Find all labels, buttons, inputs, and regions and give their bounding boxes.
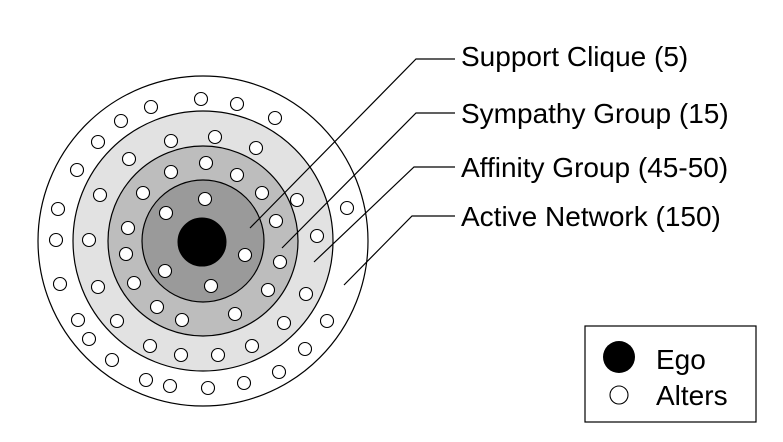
- alter-node: [126, 275, 142, 291]
- alter-node: [113, 113, 129, 129]
- alter-node: [267, 110, 283, 126]
- alter-node: [260, 282, 276, 298]
- alter-node: [289, 192, 305, 208]
- label-affinity-group: Affinity Group (45-50): [461, 152, 728, 183]
- label-sympathy-group: Sympathy Group (15): [461, 98, 729, 129]
- alter-node: [142, 338, 158, 354]
- alter-node: [163, 133, 179, 149]
- label-active-network: Active Network (150): [461, 201, 721, 232]
- alter-node: [229, 167, 245, 183]
- alter-node: [149, 299, 165, 315]
- alter-node: [309, 228, 325, 244]
- alter-node: [248, 140, 264, 156]
- alter-node: [339, 200, 355, 216]
- alter-node: [319, 313, 335, 329]
- alter-node: [237, 247, 253, 263]
- alter-node: [120, 220, 136, 236]
- alter-node: [268, 213, 284, 229]
- ego-node: [177, 217, 227, 267]
- alter-node: [90, 134, 106, 150]
- alter-node: [50, 201, 66, 217]
- alter-node: [198, 155, 214, 171]
- alter-node: [244, 338, 260, 354]
- alter-node: [227, 306, 243, 322]
- alter-node: [254, 185, 270, 201]
- alter-node: [138, 372, 154, 388]
- alter-node: [69, 162, 85, 178]
- leader-line-sympathy-group: [281, 112, 455, 249]
- legend-ego-label: Ego: [656, 344, 706, 375]
- label-support-clique: Support Clique (5): [461, 41, 688, 72]
- alter-node: [52, 276, 68, 292]
- leader-line-active-network: [343, 215, 455, 286]
- alter-node: [174, 312, 190, 328]
- alter-node: [163, 164, 179, 180]
- alter-node: [162, 378, 178, 394]
- alter-node: [118, 246, 134, 262]
- alter-node: [297, 341, 313, 357]
- alter-node: [109, 313, 125, 329]
- alter-node: [236, 375, 252, 391]
- alter-node: [173, 347, 189, 363]
- alter-node: [104, 352, 120, 368]
- alter-node: [207, 129, 223, 145]
- legend-alters-label: Alters: [656, 380, 728, 411]
- alters-group: [48, 91, 355, 396]
- legend-alter-marker: [609, 385, 629, 405]
- alter-node: [92, 187, 108, 203]
- alter-node: [203, 278, 219, 294]
- leader-line-support-clique: [249, 58, 455, 229]
- alter-node: [271, 364, 287, 380]
- legend: Ego Alters: [584, 325, 757, 423]
- alter-node: [121, 151, 137, 167]
- alter-node: [197, 191, 213, 207]
- alter-node: [298, 286, 314, 302]
- alter-node: [200, 380, 216, 396]
- alter-node: [158, 205, 174, 221]
- alter-node: [81, 331, 97, 347]
- alter-node: [276, 315, 292, 331]
- alter-node: [272, 254, 288, 270]
- alter-node: [90, 279, 106, 295]
- alter-node: [70, 312, 86, 328]
- alter-node: [229, 96, 245, 112]
- alter-node: [210, 347, 226, 363]
- alter-node: [143, 99, 159, 115]
- leader-line-affinity-group: [313, 166, 455, 263]
- alter-node: [157, 263, 173, 279]
- alter-node: [48, 232, 64, 248]
- alter-node: [193, 91, 209, 107]
- alter-node: [135, 185, 151, 201]
- alter-node: [81, 232, 97, 248]
- legend-ego-marker: [603, 341, 635, 373]
